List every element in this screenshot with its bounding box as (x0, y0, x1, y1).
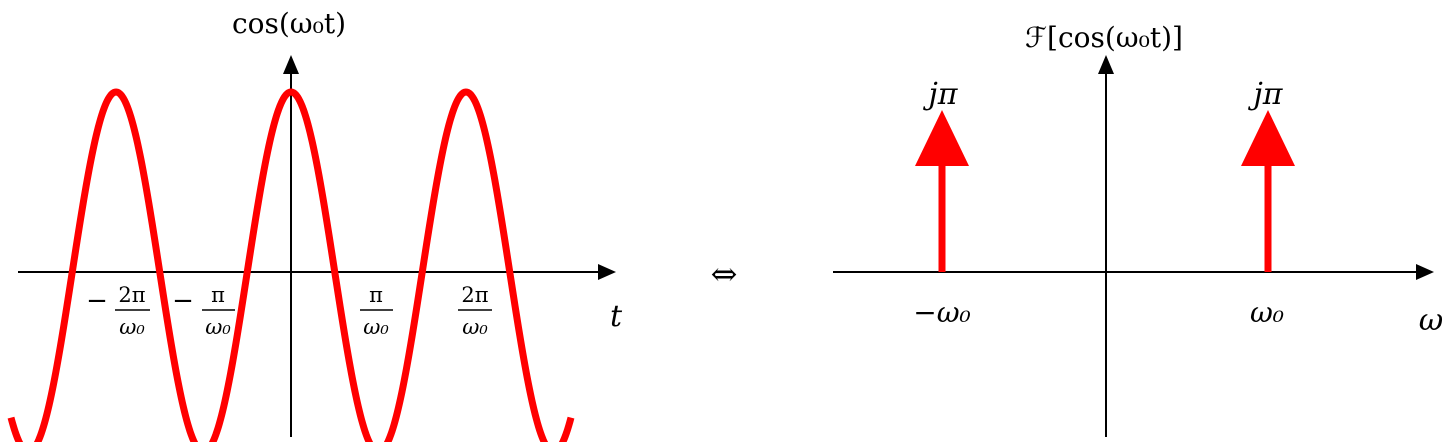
tick-denominator: ω₀ (462, 315, 488, 339)
tick-sign: − (172, 286, 194, 316)
time-tick-label: − π ω₀ (172, 283, 235, 339)
tick-numerator: 2π (461, 283, 488, 307)
cosine-curve (7, 88, 575, 442)
time-domain-plot: cos(ω₀t) t − 2π ω₀ − π ω₀ π ω₀ 2π ω₀ (7, 7, 623, 442)
impulse-arrowhead (915, 110, 969, 166)
time-tick-label: 2π ω₀ (458, 283, 492, 339)
freq-y-axis-arrow (1098, 55, 1114, 74)
time-x-axis-arrow (598, 264, 616, 280)
freq-y-axis-label: ℱ[cos(ω₀t)] (1025, 21, 1183, 54)
time-x-axis-label: t (610, 299, 623, 334)
equivalence-symbol: ⇔ (711, 255, 738, 293)
impulse-positive: jπ ω₀ (1241, 77, 1295, 329)
tick-numerator: π (369, 283, 383, 307)
tick-numerator: 2π (118, 283, 145, 307)
freq-x-axis-label: ω (1419, 303, 1443, 338)
tick-denominator: ω₀ (205, 315, 231, 339)
impulse-arrowhead (1241, 110, 1295, 166)
time-tick-label: π ω₀ (360, 283, 393, 339)
time-y-axis-arrow (283, 55, 299, 74)
time-tick-label: − 2π ω₀ (86, 283, 150, 339)
time-y-axis-label: cos(ω₀t) (232, 7, 346, 40)
freq-x-axis-arrow (1416, 264, 1434, 280)
tick-denominator: ω₀ (119, 315, 145, 339)
impulse-magnitude-label: jπ (922, 77, 958, 112)
impulse-position-label: −ω₀ (913, 296, 971, 329)
impulse-position-label: ω₀ (1250, 296, 1284, 329)
tick-numerator: π (211, 283, 225, 307)
impulse-negative: jπ −ω₀ (913, 77, 971, 329)
tick-denominator: ω₀ (363, 315, 389, 339)
impulse-magnitude-label: jπ (1247, 77, 1283, 112)
frequency-domain-plot: ℱ[cos(ω₀t)] ω jπ −ω₀ jπ ω₀ (833, 21, 1443, 437)
tick-sign: − (86, 286, 108, 316)
